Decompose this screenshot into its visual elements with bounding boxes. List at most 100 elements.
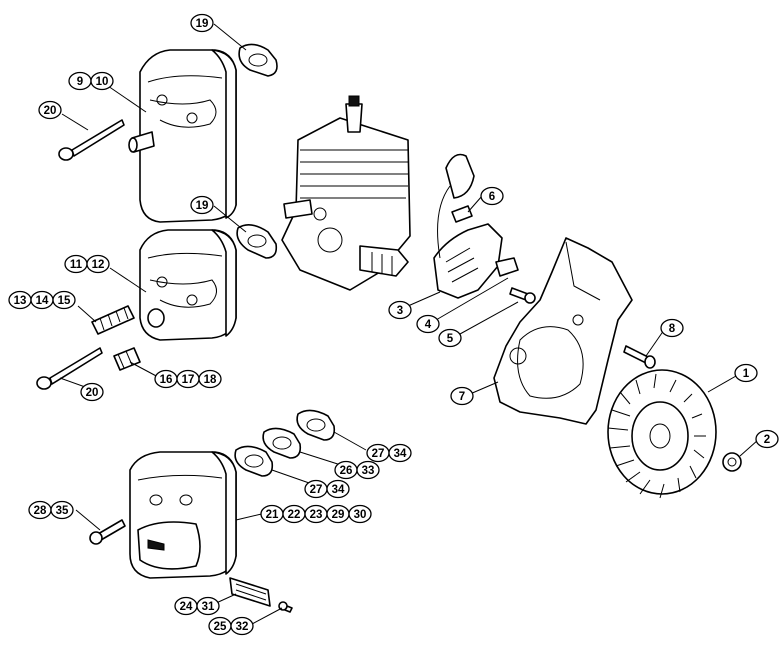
part-number-label: 22 <box>288 509 301 521</box>
part-number-label: 14 <box>36 295 49 307</box>
callout-bubble <box>438 328 462 348</box>
engine-block <box>281 95 411 291</box>
callout-bubble <box>90 71 114 91</box>
part-number-label: 33 <box>362 465 375 477</box>
callout-bubble <box>388 300 412 320</box>
clip-6 <box>451 205 473 223</box>
callout-c17: 27 34 <box>366 443 412 463</box>
callout-c15: 2 <box>755 429 779 449</box>
part-number-label: 8 <box>669 323 676 335</box>
muffler-top <box>128 49 237 223</box>
fitting-16-18 <box>113 347 141 371</box>
callout-bubble <box>734 363 758 383</box>
callout-bubble <box>326 479 350 499</box>
part-number-label: 1 <box>743 368 750 380</box>
fan-housing <box>493 237 633 425</box>
part-number-label: 25 <box>214 621 227 633</box>
callout-c2: 9 10 <box>68 71 114 91</box>
part-number-label: 35 <box>56 505 69 517</box>
callout-bubble <box>480 186 504 206</box>
part-number-label: 34 <box>394 448 407 460</box>
screw-20-middle <box>36 347 103 390</box>
callout-bubble <box>86 254 110 274</box>
callout-c10: 3 <box>388 300 412 320</box>
callout-c9: 6 <box>480 186 504 206</box>
callout-bubble <box>198 369 222 389</box>
callout-c19: 27 34 <box>304 479 350 499</box>
part-number-label: 30 <box>354 509 367 521</box>
part-number-label: 7 <box>459 391 465 403</box>
part-number-label: 12 <box>92 259 105 271</box>
screw-25-32 <box>278 601 293 613</box>
callout-c13: 8 <box>660 318 684 338</box>
callout-bubble <box>450 386 474 406</box>
gasket-top <box>238 43 278 77</box>
spark-screen-13-15 <box>91 305 135 335</box>
callout-bubble <box>416 314 440 334</box>
screw-20-top <box>58 119 125 161</box>
screw-5 <box>509 287 536 304</box>
callout-bubble <box>80 382 104 402</box>
callout-bubble <box>190 13 214 33</box>
callout-c23: 25 32 <box>208 616 254 636</box>
part-number-label: 9 <box>77 76 83 88</box>
callout-c3: 20 <box>38 100 62 120</box>
gasket-bottom-3 <box>296 409 336 441</box>
part-number-label: 10 <box>96 76 109 88</box>
part-number-label: 19 <box>196 18 209 30</box>
part-number-label: 19 <box>196 200 209 212</box>
muffler-middle <box>139 229 237 341</box>
part-number-label: 32 <box>236 621 249 633</box>
part-number-label: 24 <box>180 601 193 613</box>
callout-bubble <box>52 290 76 310</box>
part-number-label: 6 <box>489 191 495 203</box>
callout-bubble <box>50 500 74 520</box>
part-number-label: 15 <box>58 295 71 307</box>
callout-bubble <box>196 596 220 616</box>
callout-c12: 5 <box>438 328 462 348</box>
callout-bubble <box>660 318 684 338</box>
callout-bubble <box>38 100 62 120</box>
nut-2 <box>722 452 742 472</box>
ignition-coil <box>433 153 519 299</box>
part-number-label: 11 <box>70 259 83 271</box>
part-number-label: 20 <box>86 387 99 399</box>
part-number-label: 29 <box>332 509 345 521</box>
part-number-label: 5 <box>447 333 454 345</box>
callout-bubble <box>388 443 412 463</box>
callout-c16: 7 <box>450 386 474 406</box>
part-number-label: 16 <box>160 374 173 386</box>
callout-bubble <box>230 616 254 636</box>
part-number-label: 17 <box>182 374 195 386</box>
part-number-label: 26 <box>340 465 353 477</box>
callout-c21: 21 22 23 29 30 <box>260 504 372 524</box>
callout-bubble <box>356 460 380 480</box>
callout-c4: 19 <box>190 195 214 215</box>
callout-bubble <box>190 195 214 215</box>
part-number-label: 13 <box>14 295 27 307</box>
part-number-label: 28 <box>34 505 47 517</box>
gasket-bottom-1 <box>234 445 274 477</box>
part-number-label: 34 <box>332 484 345 496</box>
part-number-label: 27 <box>372 448 385 460</box>
gasket-middle <box>236 224 278 259</box>
part-number-label: 2 <box>764 434 770 446</box>
gasket-bottom-2 <box>262 427 302 459</box>
callout-c18: 26 33 <box>334 460 380 480</box>
callout-c20: 28 35 <box>28 500 74 520</box>
flywheel <box>607 369 717 499</box>
callout-c5: 11 12 <box>64 254 110 274</box>
callout-c8: 16 17 18 <box>154 369 222 389</box>
callout-c11: 4 <box>416 314 440 334</box>
part-number-label: 18 <box>204 374 217 386</box>
callout-c1: 19 <box>190 13 214 33</box>
part-number-label: 27 <box>310 484 323 496</box>
part-number-label: 21 <box>266 509 279 521</box>
screw-8 <box>623 345 656 369</box>
part-number-label: 4 <box>425 319 432 331</box>
callout-c7: 20 <box>80 382 104 402</box>
part-number-label: 23 <box>310 509 323 521</box>
part-number-label: 3 <box>397 305 403 317</box>
